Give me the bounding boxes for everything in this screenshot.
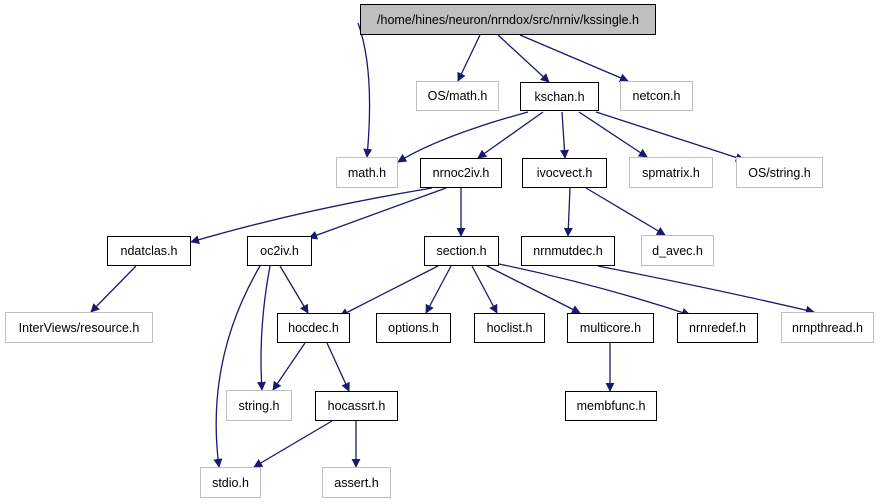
include-edge-section-to-nrnredef xyxy=(498,263,691,317)
node-assert-h[interactable]: assert.h xyxy=(322,467,391,498)
include-edge-hocdec-to-string xyxy=(272,342,306,391)
node-stdio-h[interactable]: stdio.h xyxy=(200,467,261,498)
include-edge-section-to-multicore xyxy=(486,265,581,314)
include-edge-hocassrt-to-stdio xyxy=(253,420,333,468)
node-os-string-h[interactable]: OS/string.h xyxy=(736,157,823,188)
node-label: math.h xyxy=(347,165,387,180)
include-edge-ivocvect-to-nrnmutdec xyxy=(563,187,573,237)
include-edge-oc2iv-to-stdio xyxy=(213,265,261,468)
node-spmatrix-h[interactable]: spmatrix.h xyxy=(629,157,713,188)
include-edge-kschan-to-spmatrix xyxy=(578,111,648,158)
node-label: ndatclas.h xyxy=(120,244,178,258)
node-interviews-resource-h[interactable]: InterViews/resource.h xyxy=(5,312,153,343)
node-label: options.h xyxy=(388,321,439,335)
node-math-h[interactable]: math.h xyxy=(336,157,398,188)
include-edge-section-to-options xyxy=(425,265,452,314)
node-label: d_avec.h xyxy=(652,243,703,258)
include-edge-ivocvect-to-d-avec xyxy=(585,187,666,236)
include-edge-kssingle-to-netcon xyxy=(519,34,629,82)
node-label: netcon.h xyxy=(632,89,681,103)
node-oc2iv-h[interactable]: oc2iv.h xyxy=(247,236,312,266)
include-edge-section-to-hocdec xyxy=(339,265,439,317)
node-d-avec-h[interactable]: d_avec.h xyxy=(641,235,714,266)
include-edge-kschan-to-os-string xyxy=(595,111,745,162)
node-hoclist-h[interactable]: hoclist.h xyxy=(474,313,545,343)
node-label: nrnoc2iv.h xyxy=(432,166,490,180)
node-multicore-h[interactable]: multicore.h xyxy=(567,313,654,343)
node-label: InterViews/resource.h xyxy=(18,320,140,335)
node-nrnpthread-h[interactable]: nrnpthread.h xyxy=(781,312,874,343)
include-edge-kssingle-to-os-math xyxy=(457,34,481,82)
node-label: kschan.h xyxy=(534,89,585,104)
node-netcon-h[interactable]: netcon.h xyxy=(620,81,693,111)
node-label: string.h xyxy=(238,398,280,413)
node-label: membfunc.h xyxy=(576,399,646,413)
include-edge-ndatclas-to-interviews-resource xyxy=(90,265,137,313)
node-nrnredef-h[interactable]: nrnredef.h xyxy=(677,313,758,343)
include-edge-nrnoc2iv-to-oc2iv xyxy=(308,187,447,240)
node-label: hocdec.h xyxy=(288,321,339,335)
node-nrnoc2iv-h[interactable]: nrnoc2iv.h xyxy=(420,158,502,188)
node-label: nrnmutdec.h xyxy=(533,244,603,258)
node-label: stdio.h xyxy=(212,475,249,490)
node-label: OS/string.h xyxy=(748,165,811,180)
include-edge-nrnmutdec-to-nrnpthread xyxy=(597,265,815,315)
node-label: section.h xyxy=(436,244,487,258)
node-label: nrnredef.h xyxy=(689,321,746,335)
include-edge-kschan-to-ivocvect xyxy=(559,111,569,159)
node-string-h[interactable]: string.h xyxy=(226,390,292,421)
node-label: /home/hines/neuron/nrndox/src/nrniv/kssi… xyxy=(377,12,639,27)
node-label: oc2iv.h xyxy=(260,244,299,258)
include-edge-kschan-to-math xyxy=(397,111,529,163)
node-section-h[interactable]: section.h xyxy=(424,236,499,266)
include-edge-nrnoc2iv-to-ndatclas xyxy=(190,187,433,245)
node-ndatclas-h[interactable]: ndatclas.h xyxy=(107,236,191,266)
node-label: nrnpthread.h xyxy=(792,320,863,335)
node-label: hocassrt.h xyxy=(327,399,386,413)
node-nrnmutdec-h[interactable]: nrnmutdec.h xyxy=(521,236,615,266)
node-label: multicore.h xyxy=(579,321,642,335)
node-hocassrt-h[interactable]: hocassrt.h xyxy=(315,391,398,421)
node-label: hoclist.h xyxy=(486,321,533,335)
node-membfunc-h[interactable]: membfunc.h xyxy=(565,391,657,421)
include-edge-section-to-hoclist xyxy=(471,265,498,314)
node-os-math-h[interactable]: OS/math.h xyxy=(416,81,499,111)
node-kssingle-h[interactable]: /home/hines/neuron/nrndox/src/nrniv/kssi… xyxy=(360,4,656,35)
include-edge-kschan-to-nrnoc2iv xyxy=(477,111,544,159)
include-edge-hocdec-to-hocassrt xyxy=(326,342,350,392)
node-label: spmatrix.h xyxy=(642,165,700,180)
node-kschan-h[interactable]: kschan.h xyxy=(520,82,599,111)
node-ivocvect-h[interactable]: ivocvect.h xyxy=(522,158,607,188)
include-edge-kssingle-to-kschan xyxy=(497,34,550,83)
include-edge-oc2iv-to-hocdec xyxy=(279,265,309,314)
node-label: ivocvect.h xyxy=(536,166,593,180)
include-edge-oc2iv-to-string xyxy=(256,265,271,391)
node-options-h[interactable]: options.h xyxy=(376,313,451,343)
node-hocdec-h[interactable]: hocdec.h xyxy=(277,313,350,343)
node-label: OS/math.h xyxy=(427,89,488,103)
node-label: assert.h xyxy=(334,475,379,490)
include-edge-kssingle-to-math xyxy=(357,22,373,158)
